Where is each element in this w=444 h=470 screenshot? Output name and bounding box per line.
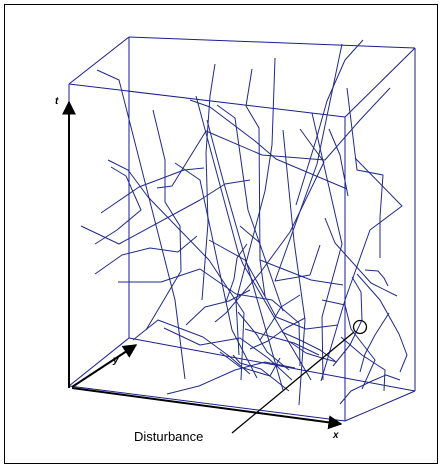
x-axis xyxy=(71,387,343,430)
trajectory xyxy=(321,299,376,390)
box-edge xyxy=(344,390,416,422)
trajectory xyxy=(107,159,245,381)
trajectory xyxy=(239,225,344,286)
box-edge xyxy=(68,83,346,118)
disturbance-pointer xyxy=(231,331,355,434)
trajectory xyxy=(185,289,251,326)
trajectory xyxy=(225,243,248,303)
trajectory-lines xyxy=(80,39,408,406)
trajectory xyxy=(232,354,290,392)
disturbance-label: Disturbance xyxy=(134,429,203,444)
trajectory xyxy=(156,87,391,189)
trajectory xyxy=(295,39,364,206)
trajectory xyxy=(281,331,336,362)
trajectory xyxy=(235,57,276,356)
y-axis-label: y xyxy=(112,355,119,366)
trajectory xyxy=(282,129,306,406)
trajectory xyxy=(94,166,142,245)
trajectory xyxy=(289,341,338,363)
trajectory xyxy=(174,162,258,379)
trajectory xyxy=(244,328,320,356)
trajectory xyxy=(324,217,398,297)
t-axis-label: t xyxy=(55,96,59,107)
trajectory xyxy=(245,68,266,297)
trajectory xyxy=(339,374,401,405)
trajectory xyxy=(201,63,216,301)
box-edge xyxy=(68,36,130,85)
trajectory xyxy=(311,112,343,381)
trajectory xyxy=(359,312,390,373)
x-axis-label: x xyxy=(332,430,339,441)
trajectory xyxy=(100,167,205,214)
box-edge xyxy=(68,337,130,387)
trajectory xyxy=(328,128,349,197)
y-axis xyxy=(71,344,138,388)
box-edge xyxy=(344,47,416,118)
trajectory xyxy=(356,273,408,373)
box-edge xyxy=(128,337,416,392)
trajectory xyxy=(216,104,284,312)
trajectory xyxy=(145,109,182,331)
box-edge xyxy=(68,385,346,422)
trajectory xyxy=(163,327,293,381)
trajectory xyxy=(259,294,301,341)
trajectory xyxy=(189,99,348,190)
disturbance-marker xyxy=(352,319,368,335)
trajectory xyxy=(208,239,339,330)
trajectory xyxy=(96,69,186,380)
trajectory xyxy=(214,128,325,323)
trajectory xyxy=(94,235,198,275)
trajectory xyxy=(249,317,306,350)
trajectory xyxy=(346,87,384,258)
trajectory xyxy=(219,351,281,377)
trajectory xyxy=(332,276,363,367)
trajectory xyxy=(206,119,284,391)
trajectory xyxy=(340,336,386,392)
box-edge xyxy=(128,36,416,49)
trajectory xyxy=(132,319,251,375)
trajectory xyxy=(320,157,403,382)
trajectory xyxy=(166,361,296,395)
axes xyxy=(62,100,343,430)
trajectory xyxy=(80,179,251,245)
trajectory xyxy=(274,43,343,282)
trajectory xyxy=(118,268,301,367)
trajectory xyxy=(364,269,389,287)
